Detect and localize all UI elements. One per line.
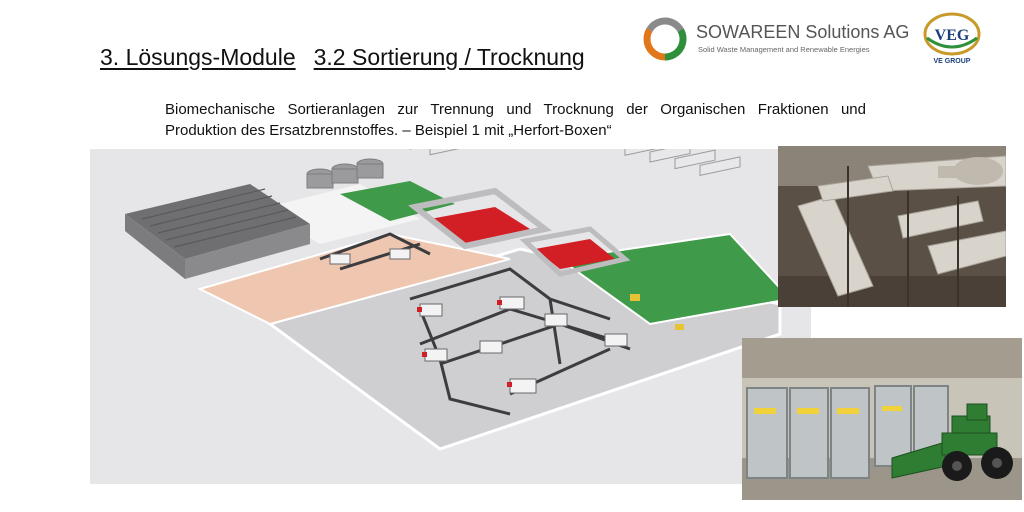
sowareen-ring-icon xyxy=(643,17,687,61)
module-title: 3. Lösungs-Module xyxy=(100,44,296,70)
drying-boxes-photo xyxy=(742,338,1022,500)
veg-emblem-icon: VEG xyxy=(923,12,981,56)
sowareen-name: SOWAREEN Solutions AG xyxy=(696,22,910,42)
page-title: 3. Lösungs-Module 3.2 Sortierung / Trockn… xyxy=(100,44,585,71)
conveyor-system-photo xyxy=(778,146,1006,307)
plant-layout-illustration xyxy=(90,149,811,484)
veg-logo: VEG VE GROUP xyxy=(918,12,986,70)
intro-paragraph: Biomechanische Sortieranlagen zur Trennu… xyxy=(165,101,866,139)
sowareen-tagline: Solid Waste Management and Renewable Ene… xyxy=(698,45,870,54)
veg-letters: VEG xyxy=(935,27,970,44)
veg-group-text: VE GROUP xyxy=(933,58,971,65)
sowareen-logo: SOWAREEN Solutions AG Solid Waste Manage… xyxy=(642,16,912,66)
section-title: 3.2 Sortierung / Trocknung xyxy=(313,44,585,70)
veg-subline xyxy=(918,67,986,71)
